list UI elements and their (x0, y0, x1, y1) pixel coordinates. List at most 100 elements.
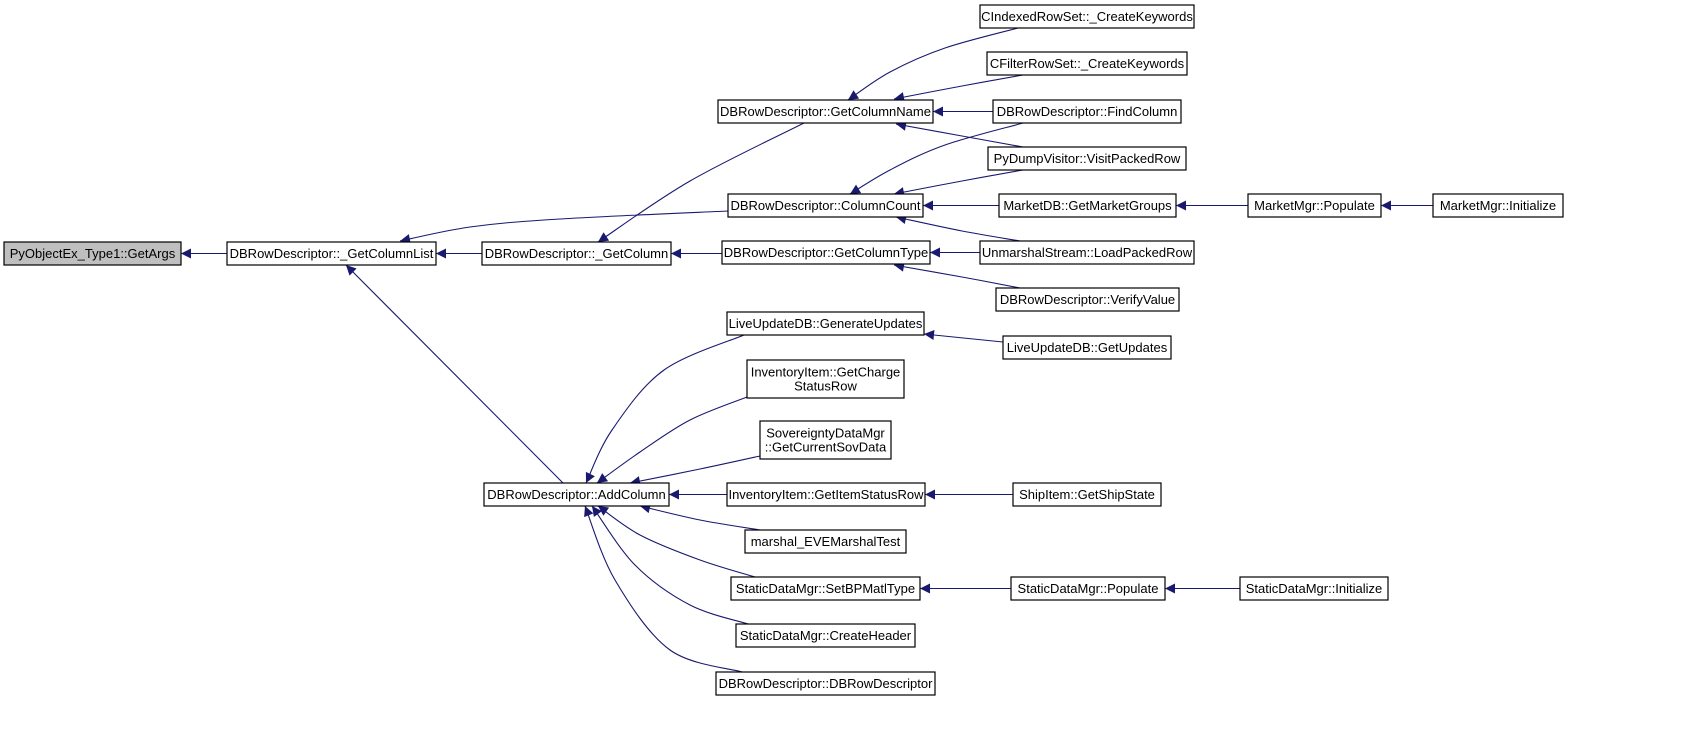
edge-line (895, 120, 1024, 148)
edge-addcolumn-to-getcolumnlist (345, 264, 564, 484)
node-box (1432, 193, 1564, 218)
node-marketmgr_populate[interactable]: MarketMgr::Populate (1247, 193, 1382, 218)
edge-filter_createkw-to-getcolumnname (893, 74, 1024, 102)
node-box (979, 240, 1195, 265)
node-box (1247, 193, 1382, 218)
node-getmarketgroups[interactable]: MarketDB::GetMarketGroups (998, 193, 1177, 218)
edge-line (585, 334, 745, 484)
node-box (1010, 576, 1166, 601)
node-box (979, 4, 1195, 29)
edge-line (895, 214, 1021, 242)
node-staticdata_init[interactable]: StaticDataMgr::Initialize (1239, 576, 1389, 601)
node-box (717, 99, 934, 124)
node-box (744, 529, 907, 554)
node-box (746, 359, 905, 399)
edge-line (893, 74, 1024, 102)
node-getcolumnname[interactable]: DBRowDescriptor::GetColumnName (717, 99, 934, 124)
node-label: DBRowDescriptor::AddColumn (487, 487, 665, 502)
edge-getupdates-to-generateupdates (923, 330, 1004, 343)
node-addcolumn[interactable]: DBRowDescriptor::AddColumn (483, 482, 670, 507)
edge-visitpackedrow-to-columncount (893, 169, 1024, 197)
node-getcolumn[interactable]: DBRowDescriptor::_GetColumn (481, 241, 672, 266)
node-label: DBRowDescriptor::GetColumnType (724, 245, 928, 260)
node-label: DBRowDescriptor::_GetColumnList (230, 246, 434, 261)
node-indexed_createkw[interactable]: CIndexedRowSet::_CreateKeywords (979, 4, 1195, 29)
node-label: DBRowDescriptor::VerifyValue (1000, 292, 1175, 307)
node-loadpackedrow[interactable]: UnmarshalStream::LoadPackedRow (979, 240, 1195, 265)
node-label: StatusRow (794, 379, 857, 394)
node-label: LiveUpdateDB::GetUpdates (1007, 340, 1168, 355)
node-getcolumnlist[interactable]: DBRowDescriptor::_GetColumnList (226, 241, 437, 266)
node-staticdata_populate[interactable]: StaticDataMgr::Populate (1010, 576, 1166, 601)
node-box (1239, 576, 1389, 601)
node-generateupdates[interactable]: LiveUpdateDB::GenerateUpdates (726, 311, 925, 336)
edge-visitpackedrow-to-getcolumnname (895, 120, 1024, 148)
node-evemarshaltest[interactable]: marshal_EVEMarshalTest (744, 529, 907, 554)
node-getshipstate[interactable]: ShipItem::GetShipState (1012, 482, 1162, 507)
node-columncount[interactable]: DBRowDescriptor::ColumnCount (727, 193, 924, 218)
edge-verifyvalue-to-getcolumntype (893, 261, 1021, 289)
edge-line (345, 264, 564, 484)
node-label: DBRowDescriptor::_GetColumn (485, 246, 669, 261)
node-label: marshal_EVEMarshalTest (751, 534, 901, 549)
node-box (1012, 482, 1162, 507)
node-label: CIndexedRowSet::_CreateKeywords (981, 9, 1193, 24)
node-label: LiveUpdateDB::GenerateUpdates (729, 316, 923, 331)
edge-line (597, 122, 805, 243)
edge-line (847, 27, 1019, 101)
edge-line (597, 505, 756, 578)
node-label: DBRowDescriptor::GetColumnName (720, 104, 931, 119)
edge-indexed_createkw-to-getcolumnname (847, 27, 1019, 101)
node-label: CFilterRowSet::_CreateKeywords (990, 56, 1185, 71)
node-label: DBRowDescriptor::ColumnCount (730, 198, 920, 213)
node-label: PyDumpVisitor::VisitPackedRow (994, 151, 1181, 166)
edge-dbrowdescriptor_ctor-to-addcolumn (584, 505, 743, 673)
node-getupdates[interactable]: LiveUpdateDB::GetUpdates (1002, 335, 1172, 360)
node-label: ::GetCurrentSovData (765, 440, 887, 455)
node-box (986, 51, 1188, 76)
node-label: StaticDataMgr::CreateHeader (740, 628, 912, 643)
edge-line (596, 396, 748, 484)
node-label: DBRowDescriptor::DBRowDescriptor (719, 676, 933, 691)
node-box (483, 482, 670, 507)
node-box (3, 241, 182, 266)
node-label: PyObjectEx_Type1::GetArgs (10, 246, 176, 261)
edge-line (893, 261, 1021, 289)
edge-loadpackedrow-to-columncount (895, 214, 1021, 242)
edge-line (923, 330, 1004, 343)
edge-columncount-to-getcolumnlist (399, 210, 729, 244)
node-visitpackedrow[interactable]: PyDumpVisitor::VisitPackedRow (987, 146, 1187, 171)
node-label: MarketMgr::Initialize (1440, 198, 1556, 213)
node-box (992, 99, 1182, 124)
node-box (995, 287, 1180, 312)
node-getcolumntype[interactable]: DBRowDescriptor::GetColumnType (721, 240, 931, 265)
node-getcurrentsovdata[interactable]: SovereigntyDataMgr::GetCurrentSovData (759, 420, 892, 460)
node-dbrowdescriptor_ctor[interactable]: DBRowDescriptor::DBRowDescriptor (715, 671, 936, 696)
edge-line (591, 505, 749, 625)
node-filter_createkw[interactable]: CFilterRowSet::_CreateKeywords (986, 51, 1188, 76)
edge-line (399, 210, 729, 244)
node-box (735, 623, 916, 648)
node-label: MarketDB::GetMarketGroups (1003, 198, 1172, 213)
edge-line (639, 503, 761, 531)
node-label: StaticDataMgr::Populate (1018, 581, 1159, 596)
edge-getchargestatusrow-to-addcolumn (596, 396, 748, 484)
node-createheader[interactable]: StaticDataMgr::CreateHeader (735, 623, 916, 648)
node-getitemstatusrow[interactable]: InventoryItem::GetItemStatusRow (726, 482, 926, 507)
node-marketmgr_init[interactable]: MarketMgr::Initialize (1432, 193, 1564, 218)
node-setbpmatltype[interactable]: StaticDataMgr::SetBPMatlType (730, 576, 921, 601)
node-label: MarketMgr::Populate (1254, 198, 1375, 213)
edge-line (849, 122, 1024, 195)
node-getargs[interactable]: PyObjectEx_Type1::GetArgs (3, 241, 182, 266)
edge-evemarshaltest-to-addcolumn (639, 503, 761, 531)
node-box (759, 420, 892, 460)
node-box (226, 241, 437, 266)
node-label: InventoryItem::GetCharge (751, 365, 901, 380)
node-verifyvalue[interactable]: DBRowDescriptor::VerifyValue (995, 287, 1180, 312)
node-findcolumn[interactable]: DBRowDescriptor::FindColumn (992, 99, 1182, 124)
node-label: UnmarshalStream::LoadPackedRow (982, 245, 1193, 260)
